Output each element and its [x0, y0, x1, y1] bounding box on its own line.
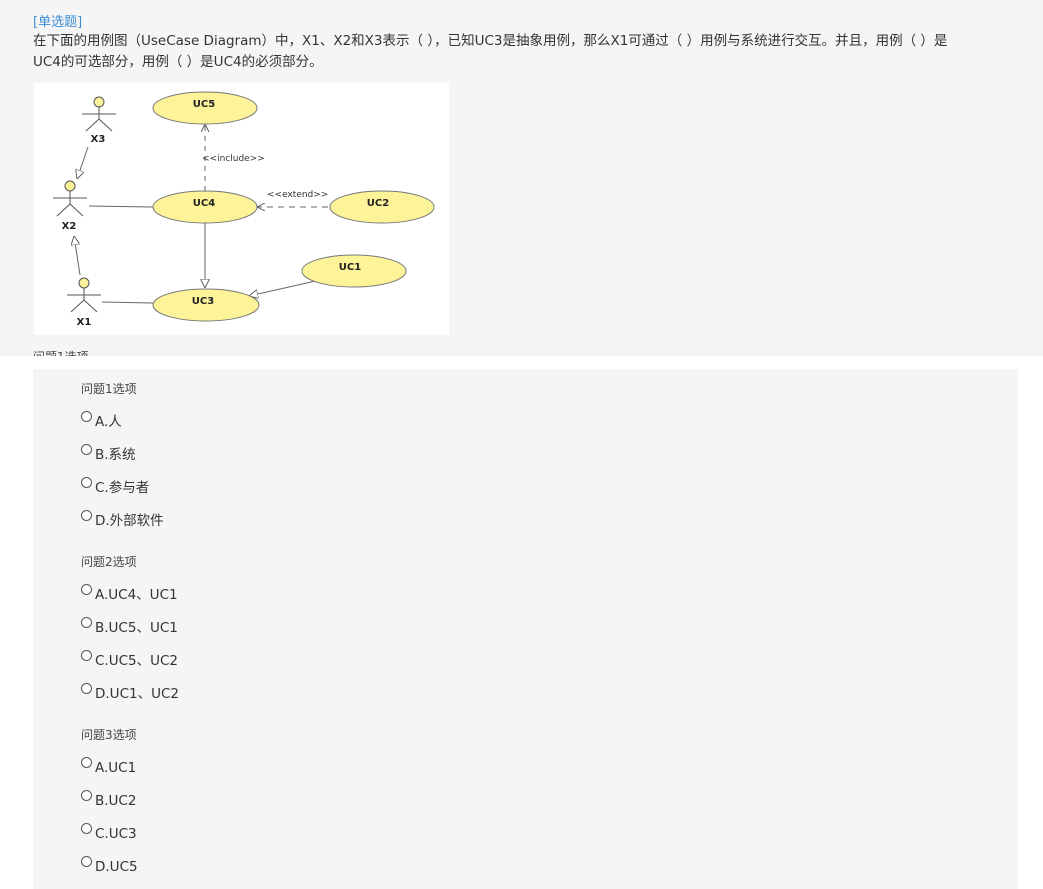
q3-option-b[interactable]: B.UC2 — [81, 788, 136, 810]
actor-x3 — [82, 96, 116, 132]
radio-icon[interactable] — [81, 444, 92, 455]
assoc-x1-uc3 — [101, 301, 154, 304]
option-label: C.参与者 — [95, 480, 150, 496]
stem-line-2: UC4的可选部分，用例（ ）是UC4的必须部分。 — [33, 54, 323, 70]
option-label: B.系统 — [95, 447, 136, 463]
option-label: A.人 — [95, 414, 122, 430]
usecase-uc2-label: UC2 — [367, 198, 389, 209]
q1-option-d[interactable]: D.外部软件 — [81, 508, 164, 530]
q1-option-a[interactable]: A.人 — [81, 409, 122, 431]
actor-x1 — [67, 277, 101, 313]
q2-option-b[interactable]: B.UC5、UC1 — [81, 615, 178, 637]
radio-icon[interactable] — [81, 411, 92, 422]
actor-x2 — [53, 180, 87, 217]
q2-option-a[interactable]: A.UC4、UC1 — [81, 582, 178, 604]
actor-x1-label: X1 — [77, 317, 92, 328]
option-label: A.UC4、UC1 — [95, 587, 178, 603]
q3-option-d[interactable]: D.UC5 — [81, 854, 138, 876]
usecase-diagram: X3 X2 X1 UC5 UC4 — [34, 83, 449, 335]
q3-option-a[interactable]: A.UC1 — [81, 755, 136, 777]
option-label: C.UC3 — [95, 826, 137, 842]
options-card: 问题1选项 A.人 B.系统 C.参与者 D.外部软件 问题2选项 A.UC4、… — [33, 369, 1018, 889]
group-1-label: 问题1选项 — [81, 382, 137, 396]
question-card: [单选题] 在下面的用例图（UseCase Diagram）中，X1、X2和X3… — [0, 0, 1043, 356]
radio-icon[interactable] — [81, 823, 92, 834]
actor-x2-label: X2 — [62, 221, 77, 232]
q2-option-d[interactable]: D.UC1、UC2 — [81, 681, 179, 703]
usecase-uc3 — [152, 288, 260, 322]
usecase-uc3-label: UC3 — [192, 296, 214, 307]
q2-option-c[interactable]: C.UC5、UC2 — [81, 648, 178, 670]
option-label: D.外部软件 — [95, 513, 164, 529]
radio-icon[interactable] — [81, 856, 92, 867]
radio-icon[interactable] — [81, 650, 92, 661]
option-label: C.UC5、UC2 — [95, 653, 179, 669]
radio-icon[interactable] — [81, 790, 92, 801]
usecase-uc5 — [152, 91, 258, 125]
radio-icon[interactable] — [81, 477, 92, 488]
generalization-uc1-uc3 — [249, 279, 321, 296]
option-label: A.UC1 — [95, 760, 137, 776]
usecase-uc4 — [152, 190, 258, 224]
option-label: B.UC5、UC1 — [95, 620, 178, 636]
option-label: B.UC2 — [95, 793, 137, 809]
usecase-uc1-label: UC1 — [339, 262, 361, 273]
stem-line-1: 在下面的用例图（UseCase Diagram）中，X1、X2和X3表示（ ），… — [33, 33, 948, 49]
usecase-uc4-label: UC4 — [193, 198, 215, 209]
radio-icon[interactable] — [81, 683, 92, 694]
question-stem: 在下面的用例图（UseCase Diagram）中，X1、X2和X3表示（ ），… — [33, 31, 993, 73]
generalization-x3-x2 — [77, 146, 89, 179]
extend-label: <<extend>> — [267, 190, 328, 200]
radio-icon[interactable] — [81, 510, 92, 521]
q3-option-c[interactable]: C.UC3 — [81, 821, 137, 843]
cut-off-group-label: 问题1选项 — [33, 348, 89, 356]
usecase-uc2 — [329, 190, 435, 224]
q1-option-c[interactable]: C.参与者 — [81, 475, 149, 497]
generalization-x1-x2 — [74, 236, 81, 276]
radio-icon[interactable] — [81, 757, 92, 768]
option-label: D.UC5 — [95, 859, 138, 875]
group-3-label: 问题3选项 — [81, 728, 137, 742]
question-type-label: [单选题] — [33, 15, 83, 30]
actor-x3-label: X3 — [91, 134, 106, 145]
usecase-uc5-label: UC5 — [193, 99, 215, 110]
include-label: <<include>> — [202, 154, 265, 164]
usecase-uc1 — [301, 254, 407, 288]
option-label: D.UC1、UC2 — [95, 686, 179, 702]
radio-icon[interactable] — [81, 584, 92, 595]
assoc-x2-uc4 — [88, 205, 154, 208]
q1-option-b[interactable]: B.系统 — [81, 442, 136, 464]
radio-icon[interactable] — [81, 617, 92, 628]
group-2-label: 问题2选项 — [81, 555, 137, 569]
